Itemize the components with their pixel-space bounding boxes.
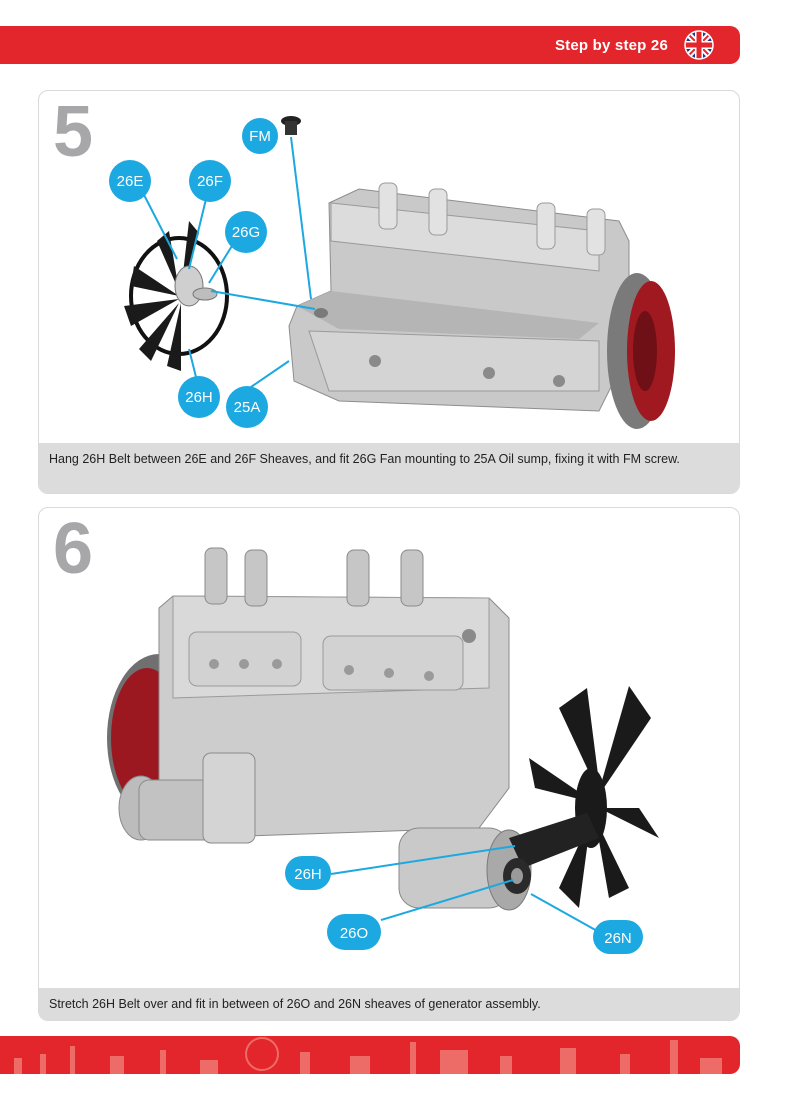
callout-26n: 26N <box>593 920 643 954</box>
fan-drawing <box>124 221 229 371</box>
footer-skyline-bar <box>0 1036 740 1074</box>
callout-26f: 26F <box>189 160 231 202</box>
callout-25a: 25A <box>226 386 268 428</box>
engine-block-drawing <box>107 547 532 911</box>
svg-text:26H: 26H <box>294 866 322 883</box>
fm-screw-drawing <box>281 116 301 135</box>
step-caption: Hang 26H Belt between 26E and 26F Sheave… <box>39 443 739 493</box>
step-6-illustration: 26H 26O 26N <box>107 547 659 954</box>
london-skyline-icon <box>14 1037 722 1074</box>
callout-26h: 26H <box>178 376 220 418</box>
step-caption: Stretch 26H Belt over and fit in between… <box>39 988 739 1020</box>
svg-text:26F: 26F <box>197 173 223 190</box>
svg-text:26H: 26H <box>185 389 213 406</box>
step-6-panel: 6 <box>38 507 740 1021</box>
svg-text:25A: 25A <box>234 399 261 416</box>
uk-flag-icon <box>684 30 714 60</box>
step-5-panel: 5 <box>38 90 740 494</box>
callout-fm: FM <box>242 118 278 154</box>
leader-lines <box>141 136 316 390</box>
step-number: 5 <box>53 92 94 172</box>
svg-text:26N: 26N <box>604 930 632 947</box>
callout-26h: 26H <box>285 856 331 890</box>
oil-sump-drawing <box>288 182 675 429</box>
fan-drawing <box>503 686 659 908</box>
svg-text:FM: FM <box>249 128 271 145</box>
svg-text:26O: 26O <box>340 925 368 942</box>
callout-26g: 26G <box>225 211 267 253</box>
header-bar: Step by step 26 <box>0 26 740 64</box>
leader-lines <box>330 845 600 933</box>
callout-26o: 26O <box>327 914 381 950</box>
svg-text:26G: 26G <box>232 224 260 241</box>
page-title: Step by step 26 <box>554 37 668 54</box>
svg-text:26E: 26E <box>117 173 144 190</box>
step-number: 6 <box>53 509 94 589</box>
callout-26e: 26E <box>109 160 151 202</box>
step-5-illustration: FM 26E 26F 26G 26H 25A <box>109 116 675 429</box>
